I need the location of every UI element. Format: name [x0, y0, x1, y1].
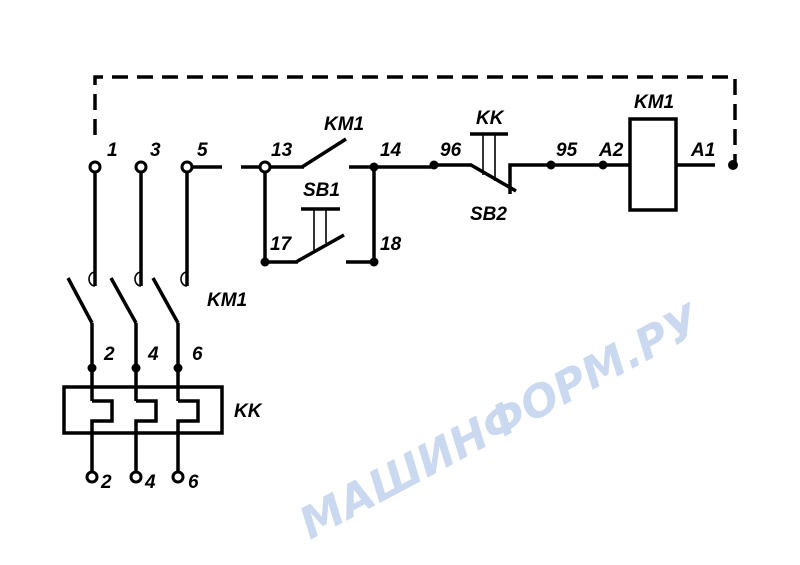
watermark: МАШИНФОРМ.РУ [291, 294, 710, 549]
label-96: 96 [440, 140, 462, 161]
phase-2 [109, 160, 158, 484]
phase-3 [151, 160, 200, 484]
dashed-link [93, 75, 737, 162]
sb1-contact [295, 233, 345, 264]
label-18: 18 [380, 234, 402, 255]
power-circuit [62, 160, 224, 484]
label-1: 1 [107, 140, 118, 161]
label-out-6: 6 [188, 472, 199, 493]
label-2: 2 [103, 344, 115, 365]
label-out-4: 4 [144, 472, 156, 493]
label-a1: A1 [690, 140, 715, 161]
label-5: 5 [197, 140, 208, 161]
label-3: 3 [150, 140, 161, 161]
label-a2: A2 [598, 140, 624, 161]
label-out-2: 2 [100, 472, 112, 493]
label-km1-aux: KM1 [324, 114, 364, 135]
label-4: 4 [147, 344, 159, 365]
control-circuit [192, 117, 738, 267]
label-sb2: SB2 [470, 204, 507, 225]
phase-1 [66, 160, 114, 484]
thermal-relay-box [62, 385, 224, 435]
label-kk-relay: KK [234, 401, 263, 422]
label-km1-main: KM1 [207, 290, 247, 311]
label-17: 17 [270, 234, 293, 255]
label-km1-coil: KM1 [634, 92, 674, 113]
label-kk-contact: KK [476, 108, 505, 129]
km1-aux-contact [301, 137, 347, 169]
label-95: 95 [556, 140, 578, 161]
label-14: 14 [380, 140, 402, 161]
km1-coil [628, 117, 678, 212]
label-13: 13 [271, 140, 293, 161]
label-sb1: SB1 [303, 180, 340, 201]
label-6: 6 [192, 344, 203, 365]
